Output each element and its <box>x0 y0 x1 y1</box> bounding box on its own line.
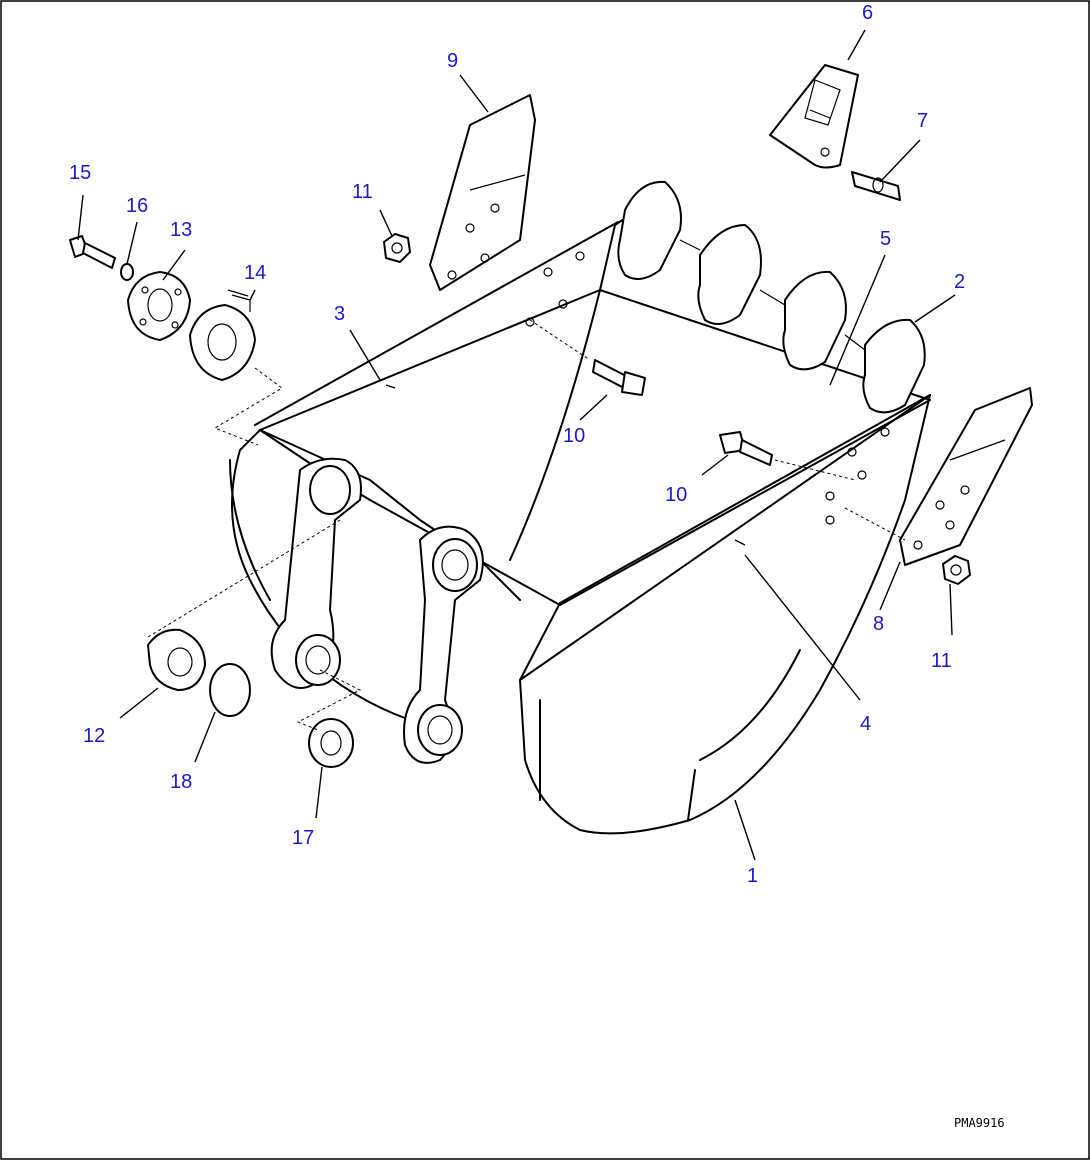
callout-17: 17 <box>292 827 315 849</box>
bolt-15 <box>69 235 116 269</box>
bucket-bosses <box>270 457 484 764</box>
callout-4: 4 <box>860 713 872 735</box>
callout-5: 5 <box>880 228 892 250</box>
guide-line-right-cutter <box>844 507 906 541</box>
callout-10-upper: 10 <box>563 425 586 447</box>
callout-18: 18 <box>170 771 193 793</box>
side-cutter-left <box>429 94 536 291</box>
callout-11-right: 11 <box>931 650 952 672</box>
callout-3: 3 <box>334 303 346 325</box>
nut-right <box>942 555 971 585</box>
callout-7: 7 <box>917 110 929 132</box>
nut-left <box>383 233 411 263</box>
callout-10-lower: 10 <box>665 484 688 506</box>
side-cutter-right <box>899 387 1033 566</box>
guide-line-bolt-upper <box>529 319 591 361</box>
callout-11-left: 11 <box>352 181 373 203</box>
tooth-pin <box>851 171 901 201</box>
callout-2: 2 <box>954 271 966 293</box>
bushing-12 <box>147 628 206 691</box>
callout-16: 16 <box>126 195 149 217</box>
callout-15: 15 <box>69 162 92 184</box>
bolt-upper <box>592 359 646 396</box>
callout-1: 1 <box>747 865 759 887</box>
tooth-adapters <box>617 180 926 414</box>
callout-13: 13 <box>170 219 193 241</box>
bolt-lower <box>719 431 773 466</box>
callout-14: 14 <box>244 262 267 284</box>
callout-6: 6 <box>862 2 874 24</box>
washer-16 <box>120 263 134 281</box>
callout-8: 8 <box>873 613 885 635</box>
lip-bolt-holes <box>525 251 890 525</box>
tooth-point <box>769 64 859 169</box>
o-ring-18 <box>209 663 251 717</box>
shim-14 <box>189 289 256 381</box>
boss-plate-13 <box>127 271 191 341</box>
shim-17 <box>308 718 354 768</box>
callout-9: 9 <box>447 50 459 72</box>
drawing-code: PMA9916 <box>954 1116 1005 1130</box>
leader-lines <box>77 29 956 861</box>
guide-lines-lower-left <box>147 519 362 731</box>
guide-line-bolt-lower <box>774 459 856 481</box>
guide-lines-left <box>213 367 283 446</box>
callout-12: 12 <box>83 725 106 747</box>
